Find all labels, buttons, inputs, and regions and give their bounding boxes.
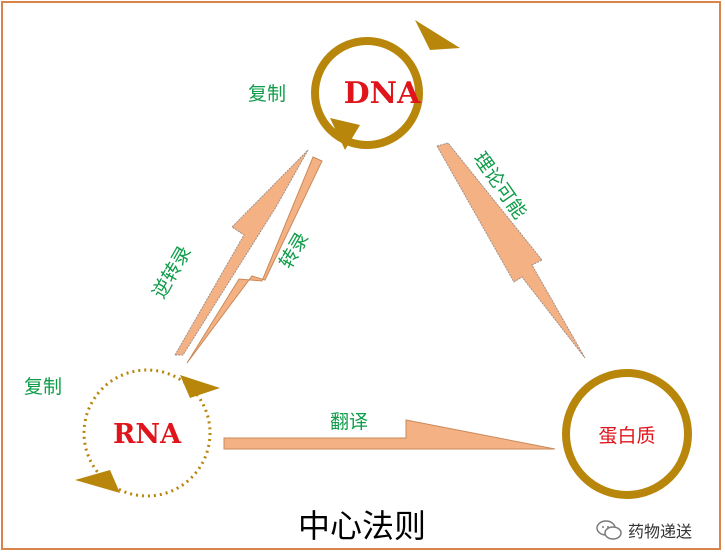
reverse-transcription-label: 逆转录 [148,242,196,302]
rna-replication-label: 复制 [24,376,62,398]
dna-ring-arrowhead-top [415,20,460,50]
diagram-title: 中心法则 [298,507,426,545]
watermark: 药物递送 [596,515,692,545]
reverse-transcription-arrow [174,149,309,356]
dna-label: DNA [344,76,421,111]
transcription-arrow [186,156,323,364]
rna-ring-arrowhead-top [180,375,220,398]
rna-node: RNA [75,368,220,498]
dna-node: DNA [311,20,460,150]
protein-node: 蛋白质 [562,369,692,499]
theoretical-arrow [436,142,586,359]
protein-label: 蛋白质 [598,425,655,447]
protein-ring [562,369,692,499]
wechat-icon [596,519,622,541]
dna-ring-arrowhead-left [330,118,360,150]
translation-arrow [223,419,556,450]
rna-ring [82,368,212,498]
watermark-text: 药物递送 [628,522,693,541]
rna-ring-arrowhead-bottom [75,470,120,493]
dna-ring [311,37,423,149]
rna-label: RNA [113,419,182,450]
translation-label: 翻译 [330,411,368,433]
dna-replication-label: 复制 [248,83,286,105]
